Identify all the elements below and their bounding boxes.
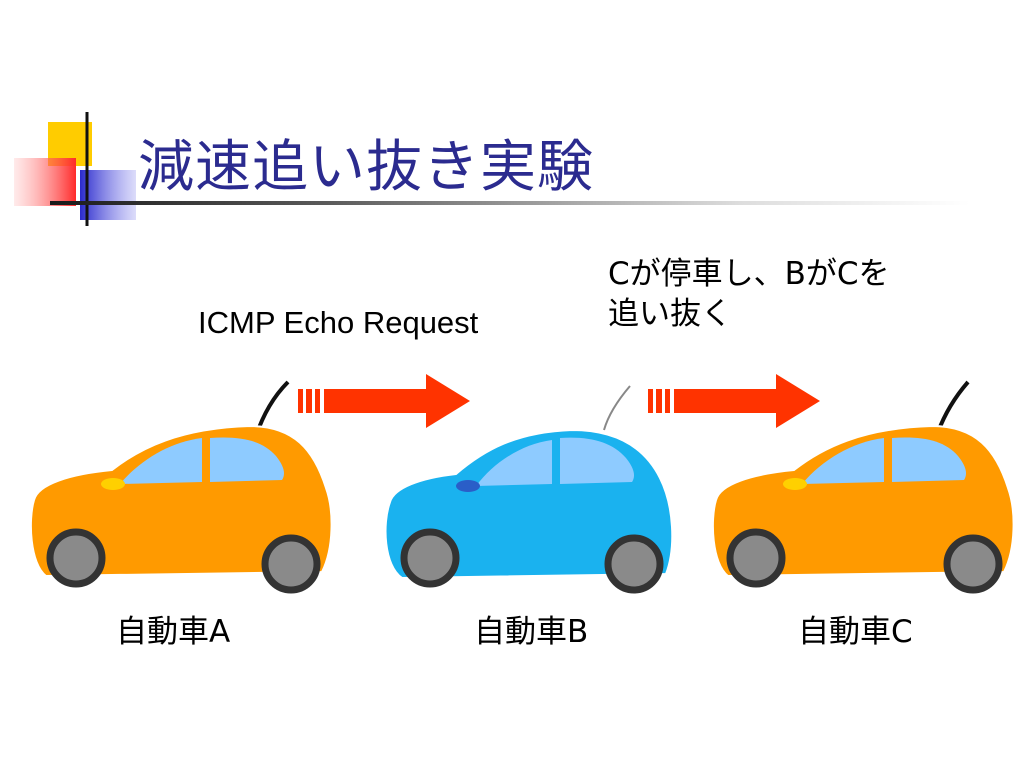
car-c-headlight [783, 478, 807, 490]
car-c-rear-wheel [726, 528, 786, 588]
title-underline [50, 201, 970, 205]
signal-arrow-b-to-c [648, 374, 820, 428]
car-a-rear-wheel [46, 528, 106, 588]
car-a-label: 自動車A [116, 614, 231, 650]
slide-title: 減速追い抜き実験 [138, 135, 594, 200]
car-a-headlight [101, 478, 125, 490]
car-b-rear-wheel [400, 528, 460, 588]
scenario-note-line-1: Cが停車し、BがCを [608, 256, 890, 292]
car-a-front-wheel [261, 534, 321, 594]
car-c [711, 380, 1015, 594]
car-a-front-window [210, 437, 284, 482]
car-c-rear-window [802, 438, 884, 484]
car-b-rear-window [476, 440, 552, 486]
car-a [29, 380, 333, 594]
car-b [384, 385, 674, 594]
car-b-antenna [603, 385, 631, 431]
icmp-echo-label: ICMP Echo Request [198, 305, 479, 340]
car-b-headlight [456, 480, 480, 492]
red-block [14, 158, 76, 206]
blue-block [80, 170, 136, 220]
car-b-front-wheel [604, 534, 664, 594]
car-b-label: 自動車B [474, 614, 589, 650]
signal-arrow-a-to-b [298, 374, 470, 428]
car-c-front-window [892, 437, 966, 482]
car-c-antenna [936, 380, 970, 433]
scenario-note-line-2: 追い抜く [608, 296, 732, 332]
scenario-note: Cが停車し、BがCを 追い抜く [608, 254, 890, 334]
car-a-rear-window [120, 438, 202, 484]
title-decoration [14, 112, 136, 226]
car-c-front-wheel [943, 534, 1003, 594]
car-c-label: 自動車C [798, 614, 913, 650]
car-b-front-window [560, 437, 634, 484]
